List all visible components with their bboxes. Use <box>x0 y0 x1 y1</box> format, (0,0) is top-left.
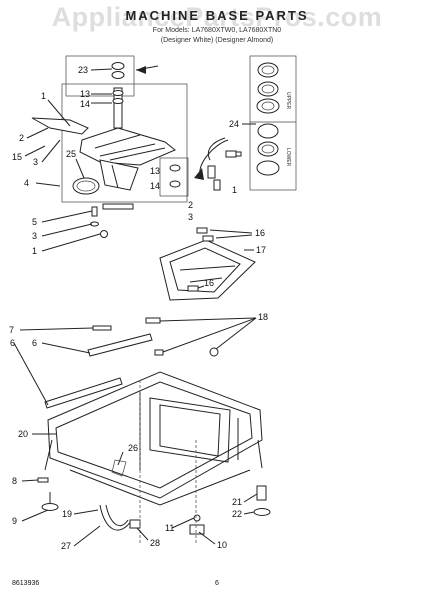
callout-5: 5 <box>32 217 37 227</box>
callout-3-low: 3 <box>32 231 37 241</box>
callout-1-right: 1 <box>232 185 237 195</box>
upper-assembly-drawing <box>31 55 242 238</box>
callout-28: 28 <box>150 538 160 548</box>
callout-13-upper: 13 <box>80 89 90 99</box>
callout-11: 11 <box>165 523 174 533</box>
callout-4: 4 <box>24 178 29 188</box>
callout-14-upper: 14 <box>80 99 90 109</box>
leader-lines <box>13 68 258 547</box>
upper-label: UPPER <box>285 92 291 110</box>
callout-3: 3 <box>33 157 38 167</box>
callout-1-low: 1 <box>32 246 37 256</box>
callout-13-lower: 13 <box>150 166 160 176</box>
callout-2-mid: 2 <box>188 200 193 210</box>
machine-base-drawing <box>37 317 271 545</box>
callout-6: 6 <box>10 338 15 348</box>
bearing-column-drawing <box>249 55 297 191</box>
callout-17: 17 <box>256 245 266 255</box>
callout-16: 16 <box>255 228 265 238</box>
callout-22: 22 <box>232 509 242 519</box>
model-subtitle: For Models: LA7680XTW0, LA7680XTN0 <box>152 27 282 34</box>
callout-24: 24 <box>229 119 239 129</box>
callout-25: 25 <box>66 149 76 159</box>
callout-10: 10 <box>217 540 227 550</box>
callout-9: 9 <box>12 516 17 526</box>
callout-21: 21 <box>232 497 242 507</box>
callout-14-lower: 14 <box>150 181 160 191</box>
callout-15: 15 <box>12 152 22 162</box>
callout-16-low: 16 <box>204 278 214 288</box>
support-bracket-drawing <box>159 227 256 301</box>
callout-2: 2 <box>19 133 24 143</box>
callout-8: 8 <box>12 476 17 486</box>
callout-7: 7 <box>9 325 14 335</box>
callout-20: 20 <box>18 429 28 439</box>
callout-19: 19 <box>62 509 72 519</box>
callout-18: 18 <box>258 312 268 322</box>
callout-26: 26 <box>128 443 138 453</box>
callout-3-mid: 3 <box>188 212 193 222</box>
color-subtitle: (Designer White) (Designer Almond) <box>160 37 274 44</box>
page-title: MACHINE BASE PARTS <box>125 8 309 23</box>
page-number: 6 <box>215 580 219 587</box>
callout-numbers: 1 2 3 15 25 4 23 13 14 24 13 14 2 3 1 5 … <box>9 65 291 551</box>
document-code: 8613936 <box>12 580 40 587</box>
watermark: AppliancePartsPros.com <box>51 2 383 32</box>
callout-1: 1 <box>41 91 46 101</box>
callout-6-b: 6 <box>32 338 37 348</box>
callout-23: 23 <box>78 65 88 75</box>
lower-label: LOWER <box>285 148 291 167</box>
callout-27: 27 <box>61 541 71 551</box>
